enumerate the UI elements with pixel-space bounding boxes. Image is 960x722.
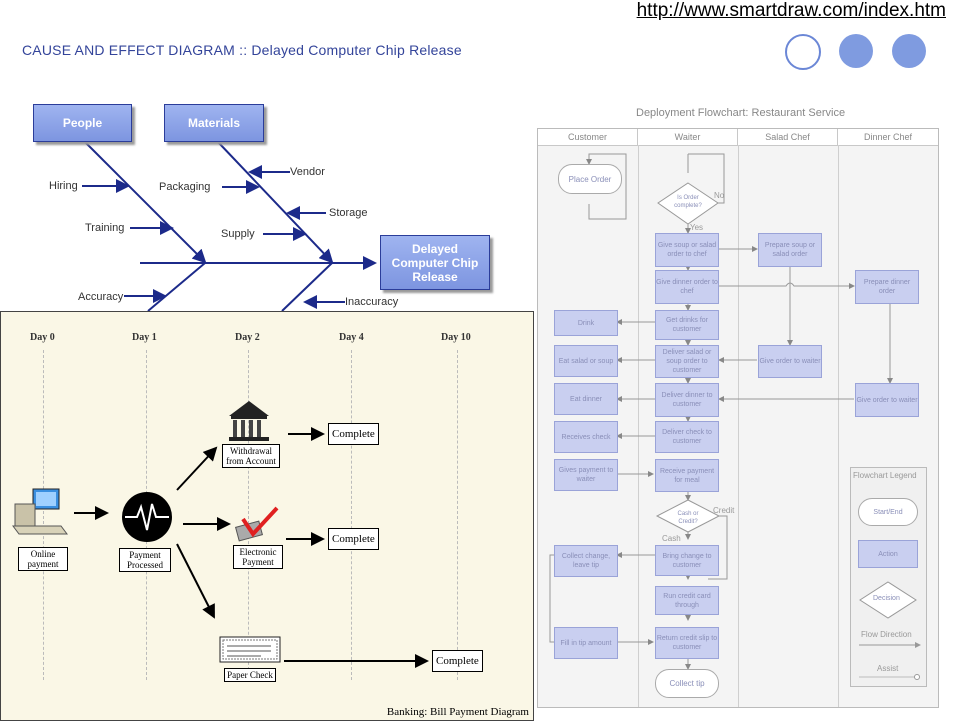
label-credit: Credit bbox=[713, 506, 735, 515]
cause-inaccuracy: Inaccuracy bbox=[345, 296, 399, 308]
cause-accuracy: Accuracy bbox=[78, 291, 124, 303]
legend-flow-direction: Flow Direction bbox=[861, 630, 912, 639]
legend-decision-shape bbox=[859, 581, 917, 619]
deliver-dinner-node: Deliver dinner to customer bbox=[655, 383, 719, 417]
flow-connectors bbox=[549, 153, 893, 670]
dinner-give-order-node: Give order to waiter bbox=[855, 383, 919, 417]
legend-start-end: Start/End bbox=[858, 498, 918, 526]
gives-payment-node: Gives payment to waiter bbox=[554, 459, 618, 491]
fishbone-lines bbox=[82, 141, 377, 312]
cause-storage: Storage bbox=[329, 207, 368, 219]
timeline-divider bbox=[457, 350, 458, 680]
bill-payment-diagram: Day 0 Day 1 Day 2 Day 4 Day 10 bbox=[0, 311, 534, 721]
lane-header-dinner-chef: Dinner Chef bbox=[838, 129, 938, 146]
give-dinner-order-node: Give dinner order to chef bbox=[655, 270, 719, 304]
online-payment-label: Online payment bbox=[18, 547, 68, 571]
deployment-title: Deployment Flowchart: Restaurant Service bbox=[636, 107, 846, 119]
people-box: People bbox=[33, 104, 132, 142]
complete-box: Complete bbox=[328, 423, 379, 445]
decision-order-complete: Is Order complete? bbox=[674, 195, 702, 209]
day-label: Day 2 bbox=[235, 332, 260, 343]
get-drinks-node: Get drinks for customer bbox=[655, 310, 719, 340]
eat-dinner-node: Eat dinner bbox=[554, 383, 618, 415]
paper-check-label: Paper Check bbox=[224, 668, 276, 682]
day-label: Day 1 bbox=[132, 332, 157, 343]
lane-divider bbox=[638, 145, 639, 707]
prepare-soup-node: Prepare soup or salad order bbox=[758, 233, 822, 267]
receive-payment-node: Receive payment for meal bbox=[655, 459, 719, 492]
lane-divider bbox=[838, 145, 839, 707]
lane-header-salad-chef: Salad Chef bbox=[738, 129, 838, 146]
legend-flow-arrow bbox=[859, 642, 921, 648]
payment-diagram-caption: Banking: Bill Payment Diagram bbox=[386, 706, 529, 718]
day-label: Day 10 bbox=[441, 332, 471, 343]
receives-check-node: Receives check bbox=[554, 421, 618, 453]
effect-box: Delayed Computer Chip Release bbox=[380, 235, 490, 290]
source-url-link[interactable]: http://www.smartdraw.com/index.htm bbox=[636, 0, 946, 21]
materials-box: Materials bbox=[164, 104, 264, 142]
lane-header-customer: Customer bbox=[538, 129, 638, 146]
nav-circle-outline bbox=[785, 34, 821, 70]
paper-check-icon bbox=[219, 636, 281, 663]
eat-salad-node: Eat salad or soup bbox=[554, 345, 618, 377]
drink-node: Drink bbox=[554, 310, 618, 336]
label-yes: Yes bbox=[690, 223, 704, 232]
label-cash: Cash bbox=[662, 534, 681, 543]
legend-assist-line bbox=[859, 674, 920, 680]
complete-box: Complete bbox=[432, 650, 483, 672]
cause-supply: Supply bbox=[221, 228, 255, 240]
salad-give-order-node: Give order to waiter bbox=[758, 345, 822, 378]
run-credit-card-node: Run credit card through bbox=[655, 586, 719, 615]
lane-header-waiter: Waiter bbox=[638, 129, 738, 146]
cause-training: Training bbox=[85, 222, 125, 234]
nav-circle-filled bbox=[892, 34, 926, 68]
bring-change-node: Bring change to customer bbox=[655, 545, 719, 576]
label-no: No bbox=[714, 191, 725, 200]
flowchart-legend: Flowchart Legend Start/End Action Decisi… bbox=[850, 467, 927, 687]
legend-assist: Assist bbox=[877, 664, 899, 673]
timeline-divider bbox=[248, 350, 249, 680]
legend-action: Action bbox=[858, 540, 918, 568]
day-label: Day 4 bbox=[339, 332, 364, 343]
check-mark-icon bbox=[234, 506, 279, 542]
lane-divider bbox=[738, 145, 739, 707]
day-label: Day 0 bbox=[30, 332, 55, 343]
legend-decision: Decision bbox=[873, 595, 900, 602]
payment-processed-icon bbox=[122, 492, 172, 542]
cause-packaging: Packaging bbox=[159, 181, 211, 193]
prepare-dinner-node: Prepare dinner order bbox=[855, 270, 919, 304]
cause-vendor: Vendor bbox=[290, 166, 325, 178]
place-order-node: Place Order bbox=[558, 164, 622, 194]
fishbone-title: CAUSE AND EFFECT DIAGRAM :: Delayed Comp… bbox=[22, 42, 462, 58]
nav-circle-filled bbox=[839, 34, 873, 68]
decision-cash-or-credit: Cash or Credit? bbox=[677, 511, 699, 525]
deployment-flowchart: Customer Waiter Salad Chef Dinner Chef bbox=[537, 128, 939, 708]
withdrawal-label: Withdrawal from Account bbox=[222, 444, 280, 468]
bank-icon bbox=[229, 401, 269, 441]
complete-box: Complete bbox=[328, 528, 379, 550]
electronic-payment-label: Electronic Payment bbox=[233, 545, 283, 569]
give-soup-order-node: Give soup or salad order to chef bbox=[655, 233, 719, 267]
collect-change-node: Collect change, leave tip bbox=[554, 545, 618, 577]
fill-tip-node: Fill in tip amount bbox=[554, 627, 618, 659]
timeline-divider bbox=[351, 350, 352, 680]
deliver-salad-node: Deliver salad or soup order to customer bbox=[655, 345, 719, 378]
collect-tip-node: Collect tip bbox=[655, 669, 719, 698]
legend-title: Flowchart Legend bbox=[853, 471, 917, 480]
timeline-divider bbox=[43, 350, 44, 680]
payment-arrows bbox=[12, 401, 429, 668]
computer-icon bbox=[12, 488, 68, 535]
cause-hiring: Hiring bbox=[49, 180, 78, 192]
deliver-check-node: Deliver check to customer bbox=[655, 421, 719, 453]
return-slip-node: Return credit slip to customer bbox=[655, 627, 719, 659]
payment-processed-label: Payment Processed bbox=[119, 548, 171, 572]
